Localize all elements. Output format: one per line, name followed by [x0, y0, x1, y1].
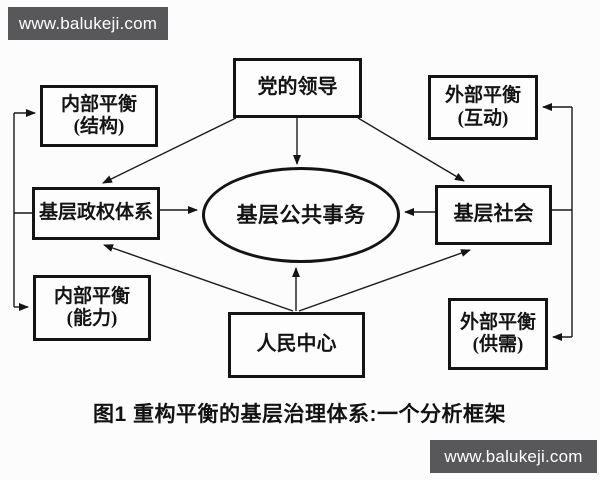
- node-sublabel: (结构): [73, 116, 125, 137]
- node-label: 内部平衡: [53, 285, 130, 307]
- node-people-center: 人民中心: [228, 312, 365, 378]
- node-label: 内部平衡: [60, 93, 137, 115]
- node-label: 基层政权体系: [38, 202, 153, 224]
- node-label: 党的领导: [257, 76, 338, 99]
- node-internal-balance-structure: 内部平衡 (结构): [40, 85, 158, 147]
- node-external-balance-interaction: 外部平衡 (互动): [428, 75, 538, 140]
- node-external-balance-supply-demand: 外部平衡 (供需): [448, 298, 548, 370]
- node-internal-balance-capacity: 内部平衡 (能力): [33, 275, 151, 341]
- node-grassroots-public-affairs: 基层公共事务: [202, 167, 400, 263]
- node-label: 外部平衡: [459, 311, 536, 333]
- edge-people-to-regime: [103, 244, 294, 312]
- node-sublabel: (互动): [457, 107, 509, 129]
- watermark-banner-bottom-right: www.balukeji.com: [430, 440, 597, 473]
- node-grassroots-society: 基层社会: [435, 185, 552, 245]
- figure-caption: 图1 重构平衡的基层治理体系:一个分析框架: [93, 403, 507, 426]
- node-party-leadership: 党的领导: [233, 58, 362, 118]
- edge-party-to-society: [357, 117, 465, 182]
- node-label: 基层社会: [453, 203, 534, 226]
- node-label: 基层公共事务: [236, 202, 366, 227]
- node-label: 人民中心: [256, 333, 337, 356]
- node-sublabel: (供需): [472, 334, 524, 355]
- watermark-banner-top-left: www.balukeji.com: [8, 7, 168, 40]
- node-label: 外部平衡: [444, 85, 521, 107]
- edge-people-to-society: [298, 249, 471, 312]
- node-grassroots-regime-system: 基层政权体系: [32, 187, 160, 240]
- node-sublabel: (能力): [66, 308, 118, 329]
- edge-party-to-regime: [102, 117, 237, 184]
